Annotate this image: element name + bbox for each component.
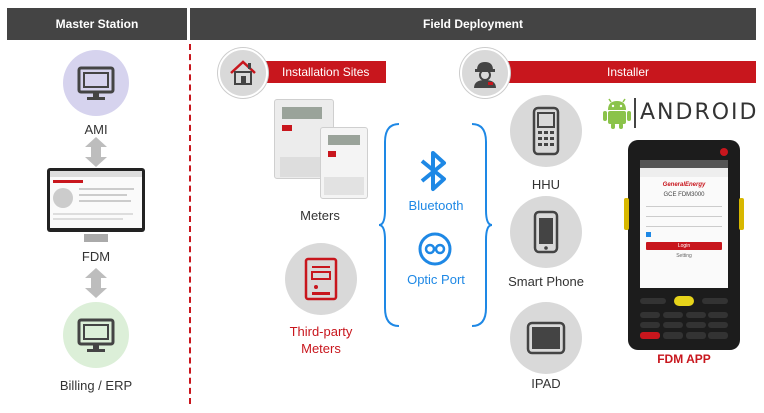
ami-circle <box>63 50 129 116</box>
installer-circle <box>460 48 510 98</box>
installer-bar: Installer <box>500 61 756 83</box>
monitor-icon <box>77 318 115 352</box>
led-indicator <box>720 148 728 156</box>
sites-circle <box>218 48 268 98</box>
handheld-icon <box>532 106 560 156</box>
side-button <box>624 198 629 230</box>
bluetooth-icon <box>420 151 446 191</box>
bluetooth-label: Bluetooth <box>408 198 464 213</box>
double-arrow-icon <box>85 268 107 298</box>
ipad-label: IPAD <box>531 376 561 391</box>
smartphone-icon <box>533 210 559 254</box>
house-icon <box>230 60 256 85</box>
device-screen: GeneralEnergy GCE FDM3000 Login Setting <box>640 160 728 288</box>
side-button <box>739 198 744 230</box>
fdm-stand <box>84 234 108 242</box>
meters-image <box>270 97 370 202</box>
worker-icon <box>474 62 496 88</box>
hhu-circle <box>510 95 582 167</box>
android-robot-icon <box>603 98 631 129</box>
fdm-device: GeneralEnergy GCE FDM3000 Login Setting <box>624 140 744 350</box>
right-brace <box>471 123 493 327</box>
phone-label: Smart Phone <box>508 274 584 289</box>
field-deployment-header: Field Deployment <box>190 8 756 40</box>
ipad-circle <box>510 302 582 374</box>
login-button[interactable]: Login <box>646 242 722 250</box>
billing-label: Billing / ERP <box>59 378 133 393</box>
billing-circle <box>63 302 129 368</box>
keypad <box>640 312 728 344</box>
meter-icon <box>304 257 338 301</box>
left-brace <box>378 123 400 327</box>
fdm-label: FDM <box>81 249 111 264</box>
third-party-circle <box>285 243 357 315</box>
meters-label: Meters <box>300 208 340 223</box>
third-party-label: Third-party Meters <box>289 324 353 356</box>
double-arrow-icon <box>85 137 107 167</box>
optic-port-icon <box>418 232 452 266</box>
master-station-header: Master Station <box>7 8 187 40</box>
android-separator <box>634 98 636 128</box>
fdm-app-label: FDM APP <box>657 352 711 366</box>
screen-model: GCE FDM3000 <box>663 192 705 198</box>
phone-circle <box>510 196 582 268</box>
tablet-icon <box>526 321 566 355</box>
hhu-label: HHU <box>531 177 561 192</box>
scan-key[interactable] <box>674 296 694 306</box>
section-divider <box>189 44 191 404</box>
android-wordmark: ANDROID <box>640 100 759 125</box>
optic-port-label: Optic Port <box>407 272 465 287</box>
ami-label: AMI <box>84 122 108 137</box>
installation-sites-bar: Installation Sites <box>262 61 386 83</box>
fdm-screen <box>47 168 145 234</box>
monitor-icon <box>77 66 115 100</box>
screen-brand: GeneralEnergy <box>662 182 706 188</box>
setting-link[interactable]: Setting <box>676 253 692 259</box>
